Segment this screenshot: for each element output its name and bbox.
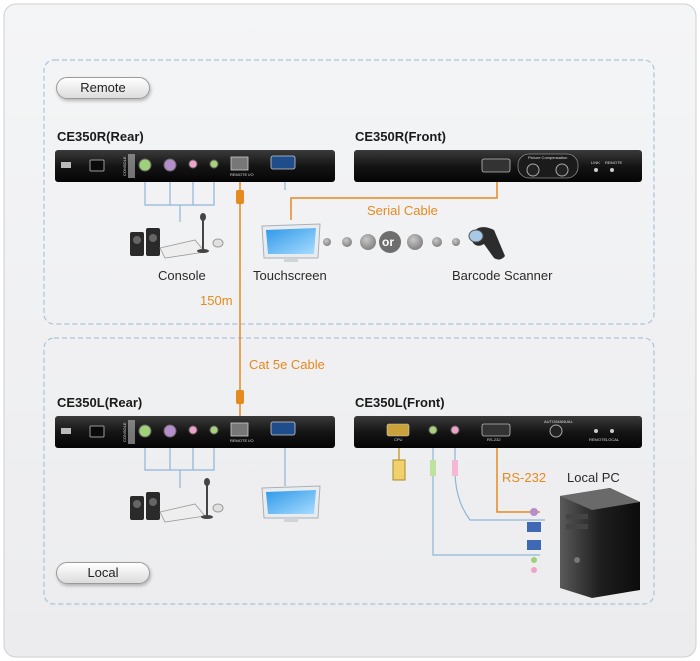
remote-io-port-text: REMOTE I/O bbox=[230, 172, 254, 177]
ce350l-rear-unit bbox=[55, 416, 335, 448]
auto-manual-text: AUTO/MANUAL bbox=[544, 419, 573, 424]
rs232-label: RS-232 bbox=[502, 470, 547, 485]
local-io-port-text: REMOTE I/O bbox=[230, 438, 254, 443]
distance-label: 150m bbox=[200, 293, 233, 308]
remote-led-text: REMOTE bbox=[605, 160, 623, 165]
remote-console-peripherals bbox=[130, 213, 224, 259]
ce350l-front-unit bbox=[354, 416, 642, 448]
local-led-text: LOCAL bbox=[606, 437, 620, 442]
console-caption: Console bbox=[158, 268, 206, 283]
touchscreen-caption: Touchscreen bbox=[253, 268, 327, 283]
cpu-port-text: CPU bbox=[394, 437, 403, 442]
touchscreen-monitor bbox=[261, 223, 321, 262]
cat5e-cable-label: Cat 5e Cable bbox=[249, 357, 325, 372]
ce350r-front-title: CE350R(Front) bbox=[355, 129, 447, 144]
cat5e-cable bbox=[236, 182, 244, 420]
local-console-peripherals bbox=[130, 478, 224, 523]
ce350r-front-unit bbox=[354, 150, 642, 182]
remote-section-label: Remote bbox=[56, 77, 150, 99]
ce350l-rear-title: CE350L(Rear) bbox=[57, 395, 143, 410]
ce350r-rear-title: CE350R(Rear) bbox=[57, 129, 144, 144]
local-pc-caption: Local PC bbox=[567, 470, 620, 485]
serial-cable-label: Serial Cable bbox=[367, 203, 438, 218]
barcode-scanner-caption: Barcode Scanner bbox=[452, 268, 553, 283]
ce350l-front-title: CE350L(Front) bbox=[355, 395, 445, 410]
remote-section-frame bbox=[43, 59, 655, 325]
ce350r-rear-unit bbox=[55, 150, 335, 182]
local-section-frame bbox=[43, 337, 655, 605]
either-or-dots bbox=[323, 231, 460, 253]
local-console-port-text: CONSOLE bbox=[122, 422, 127, 442]
remote-console-port-text: CONSOLE bbox=[122, 156, 127, 176]
local-monitor bbox=[261, 485, 321, 522]
barcode-scanner-icon bbox=[468, 227, 505, 260]
rs232-port-text: RS-232 bbox=[487, 437, 501, 442]
remote-console-cables bbox=[144, 182, 215, 222]
remote-link-led-text: LINK bbox=[591, 160, 600, 165]
local-console-cables bbox=[144, 448, 286, 488]
or-label: or bbox=[382, 235, 394, 249]
picture-compensation-text: Picture Compensation bbox=[528, 155, 568, 160]
or-bubble bbox=[379, 231, 401, 253]
local-pc-cables bbox=[392, 448, 545, 556]
local-remote-led-text: REMOTE bbox=[589, 437, 607, 442]
local-section-label: Local bbox=[56, 562, 150, 584]
local-pc-tower bbox=[527, 488, 640, 598]
serial-cable-line bbox=[290, 182, 498, 220]
